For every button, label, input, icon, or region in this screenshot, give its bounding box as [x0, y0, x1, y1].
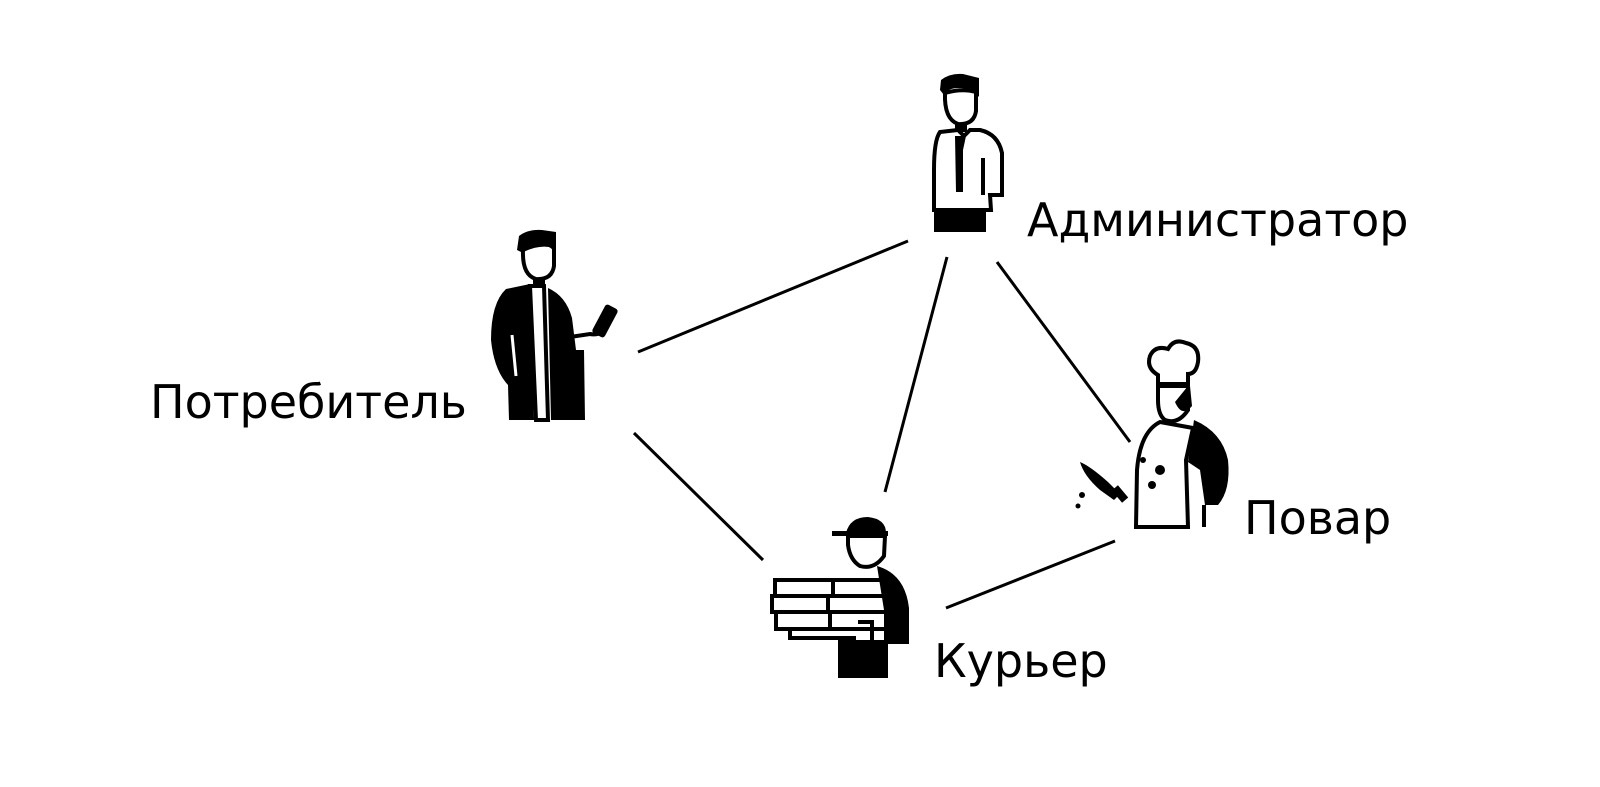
node-label-consumer: Потребитель: [150, 375, 467, 429]
node-label-admin: Администратор: [1027, 193, 1408, 247]
edge-admin-cook: [995, 261, 1132, 443]
person-with-tie-icon: [932, 73, 1004, 232]
edge-admin-courier: [883, 256, 949, 493]
courier-with-boxes-icon: [770, 517, 909, 678]
person-with-phone-icon: [491, 229, 618, 422]
edges: [632, 239, 1132, 610]
node-label-courier: Курьер: [934, 634, 1108, 688]
node-label-cook: Повар: [1244, 491, 1391, 545]
edge-consumer-admin: [637, 239, 909, 354]
chef-with-knife-icon: [1075, 339, 1229, 529]
edge-courier-cook: [945, 539, 1116, 610]
edge-consumer-courier: [632, 431, 765, 562]
